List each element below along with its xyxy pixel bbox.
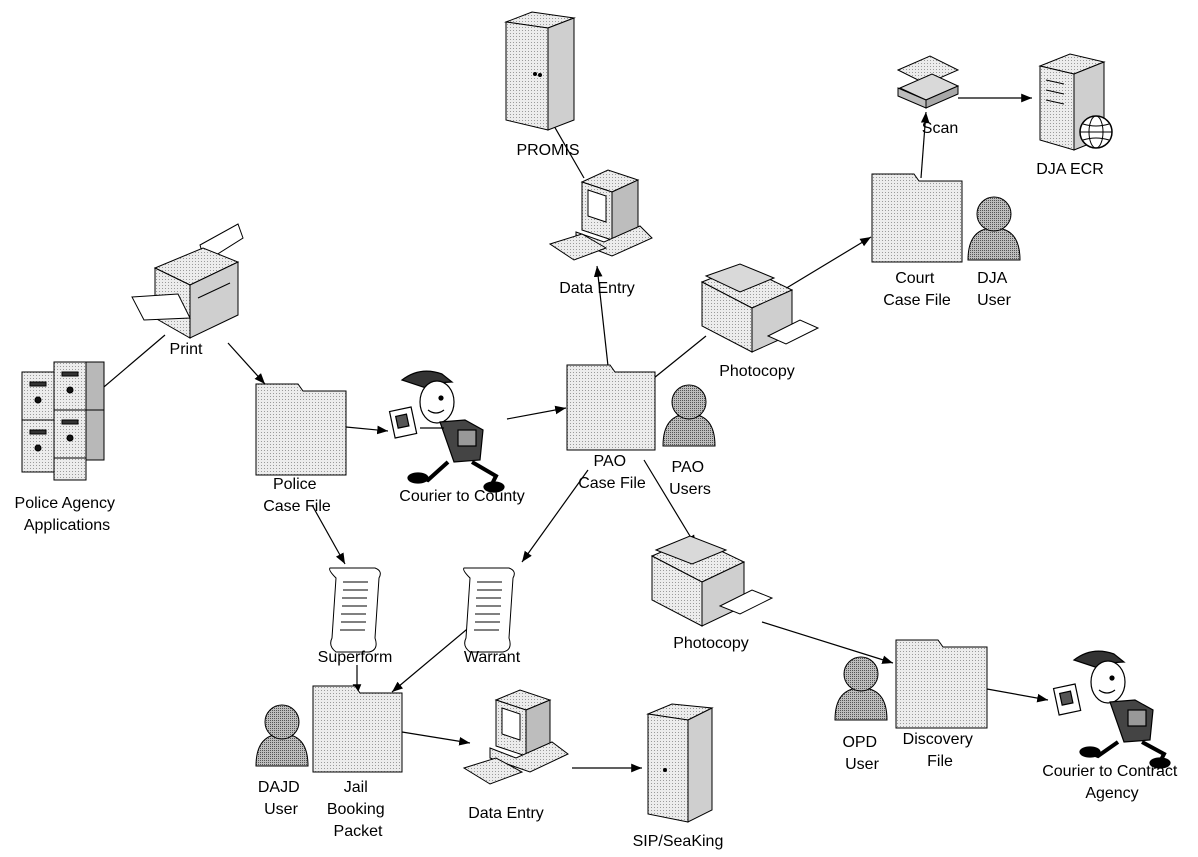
pao-case-file-label: PAO Case File xyxy=(578,453,646,492)
courier-county-label: Courier to County xyxy=(399,488,524,505)
edge-pao-to-data-entry xyxy=(593,265,609,367)
sip-label: SIP/SeaKing xyxy=(633,833,724,850)
courier-county-icon xyxy=(388,370,505,493)
police-case-file-folder-icon xyxy=(255,383,347,476)
edge-photocopy-to-discovery xyxy=(761,621,894,664)
police-case-file-label: Police Case File xyxy=(263,476,331,515)
courier-contract-icon xyxy=(1052,650,1171,769)
dja-user-icon xyxy=(967,196,1021,261)
pao-case-file-folder-icon xyxy=(566,364,656,451)
court-case-file-label: Court Case File xyxy=(883,270,951,309)
edge-pao-to-photocopy-top xyxy=(653,335,707,379)
discovery-file-label: Discovery File xyxy=(903,731,978,770)
edge-police-file-to-courier xyxy=(345,425,389,435)
edge-jail-to-data-entry xyxy=(401,731,471,746)
sip-server-icon xyxy=(646,703,714,823)
photocopy-bottom-label: Photocopy xyxy=(673,635,749,652)
photocopier-top-icon xyxy=(700,263,820,353)
edge-pao-to-warrant xyxy=(521,469,589,563)
edge-print-to-police-file xyxy=(227,342,266,385)
warrant-scroll-icon xyxy=(463,567,515,653)
dajd-user-icon xyxy=(255,704,309,767)
edge-warrant-to-jail xyxy=(391,624,473,693)
police-apps-label: Police Agency Applications xyxy=(15,495,120,534)
edge-discovery-to-courier xyxy=(986,688,1049,703)
printer-icon xyxy=(131,223,244,339)
scanner-icon xyxy=(896,55,960,109)
police-servers-icon xyxy=(21,361,105,481)
workstation-top-icon xyxy=(548,169,653,261)
photocopier-bottom-icon xyxy=(650,535,774,627)
courier-contract-label: Courier to Contract Agency xyxy=(1042,763,1182,802)
pao-users-label: PAO Users xyxy=(669,459,711,498)
dja-ecr-label: DJA ECR xyxy=(1036,161,1104,178)
promis-server-icon xyxy=(504,11,576,131)
dajd-user-label: DAJD User xyxy=(258,779,304,818)
discovery-file-folder-icon xyxy=(895,639,988,729)
court-case-file-folder-icon xyxy=(871,173,963,263)
workstation-jail-icon xyxy=(462,689,569,785)
promis-label: PROMIS xyxy=(516,142,579,159)
dja-ecr-server-icon xyxy=(1038,53,1113,151)
edge-courier-to-pao xyxy=(506,405,567,420)
superform-scroll-icon xyxy=(329,567,381,653)
warrant-label: Warrant xyxy=(464,649,521,666)
edge-court-file-to-scan xyxy=(920,111,930,179)
edge-pao-to-photocopy-bottom xyxy=(643,459,697,547)
edge-police-file-to-superform xyxy=(311,504,346,565)
data-entry-jail-label: Data Entry xyxy=(468,805,544,822)
dja-user-label: DJA User xyxy=(977,270,1011,309)
opd-user-label: OPD User xyxy=(842,734,881,773)
jail-packet-label: Jail Booking Packet xyxy=(327,779,389,840)
jail-packet-folder-icon xyxy=(312,685,403,773)
scan-label: Scan xyxy=(922,120,958,137)
print-label: Print xyxy=(170,341,203,358)
photocopy-top-label: Photocopy xyxy=(719,363,795,380)
edge-apps-to-print xyxy=(97,334,166,393)
superform-label: Superform xyxy=(318,649,393,666)
pao-users-icon xyxy=(662,384,716,447)
opd-user-icon xyxy=(834,656,888,721)
data-entry-top-label: Data Entry xyxy=(559,280,635,297)
